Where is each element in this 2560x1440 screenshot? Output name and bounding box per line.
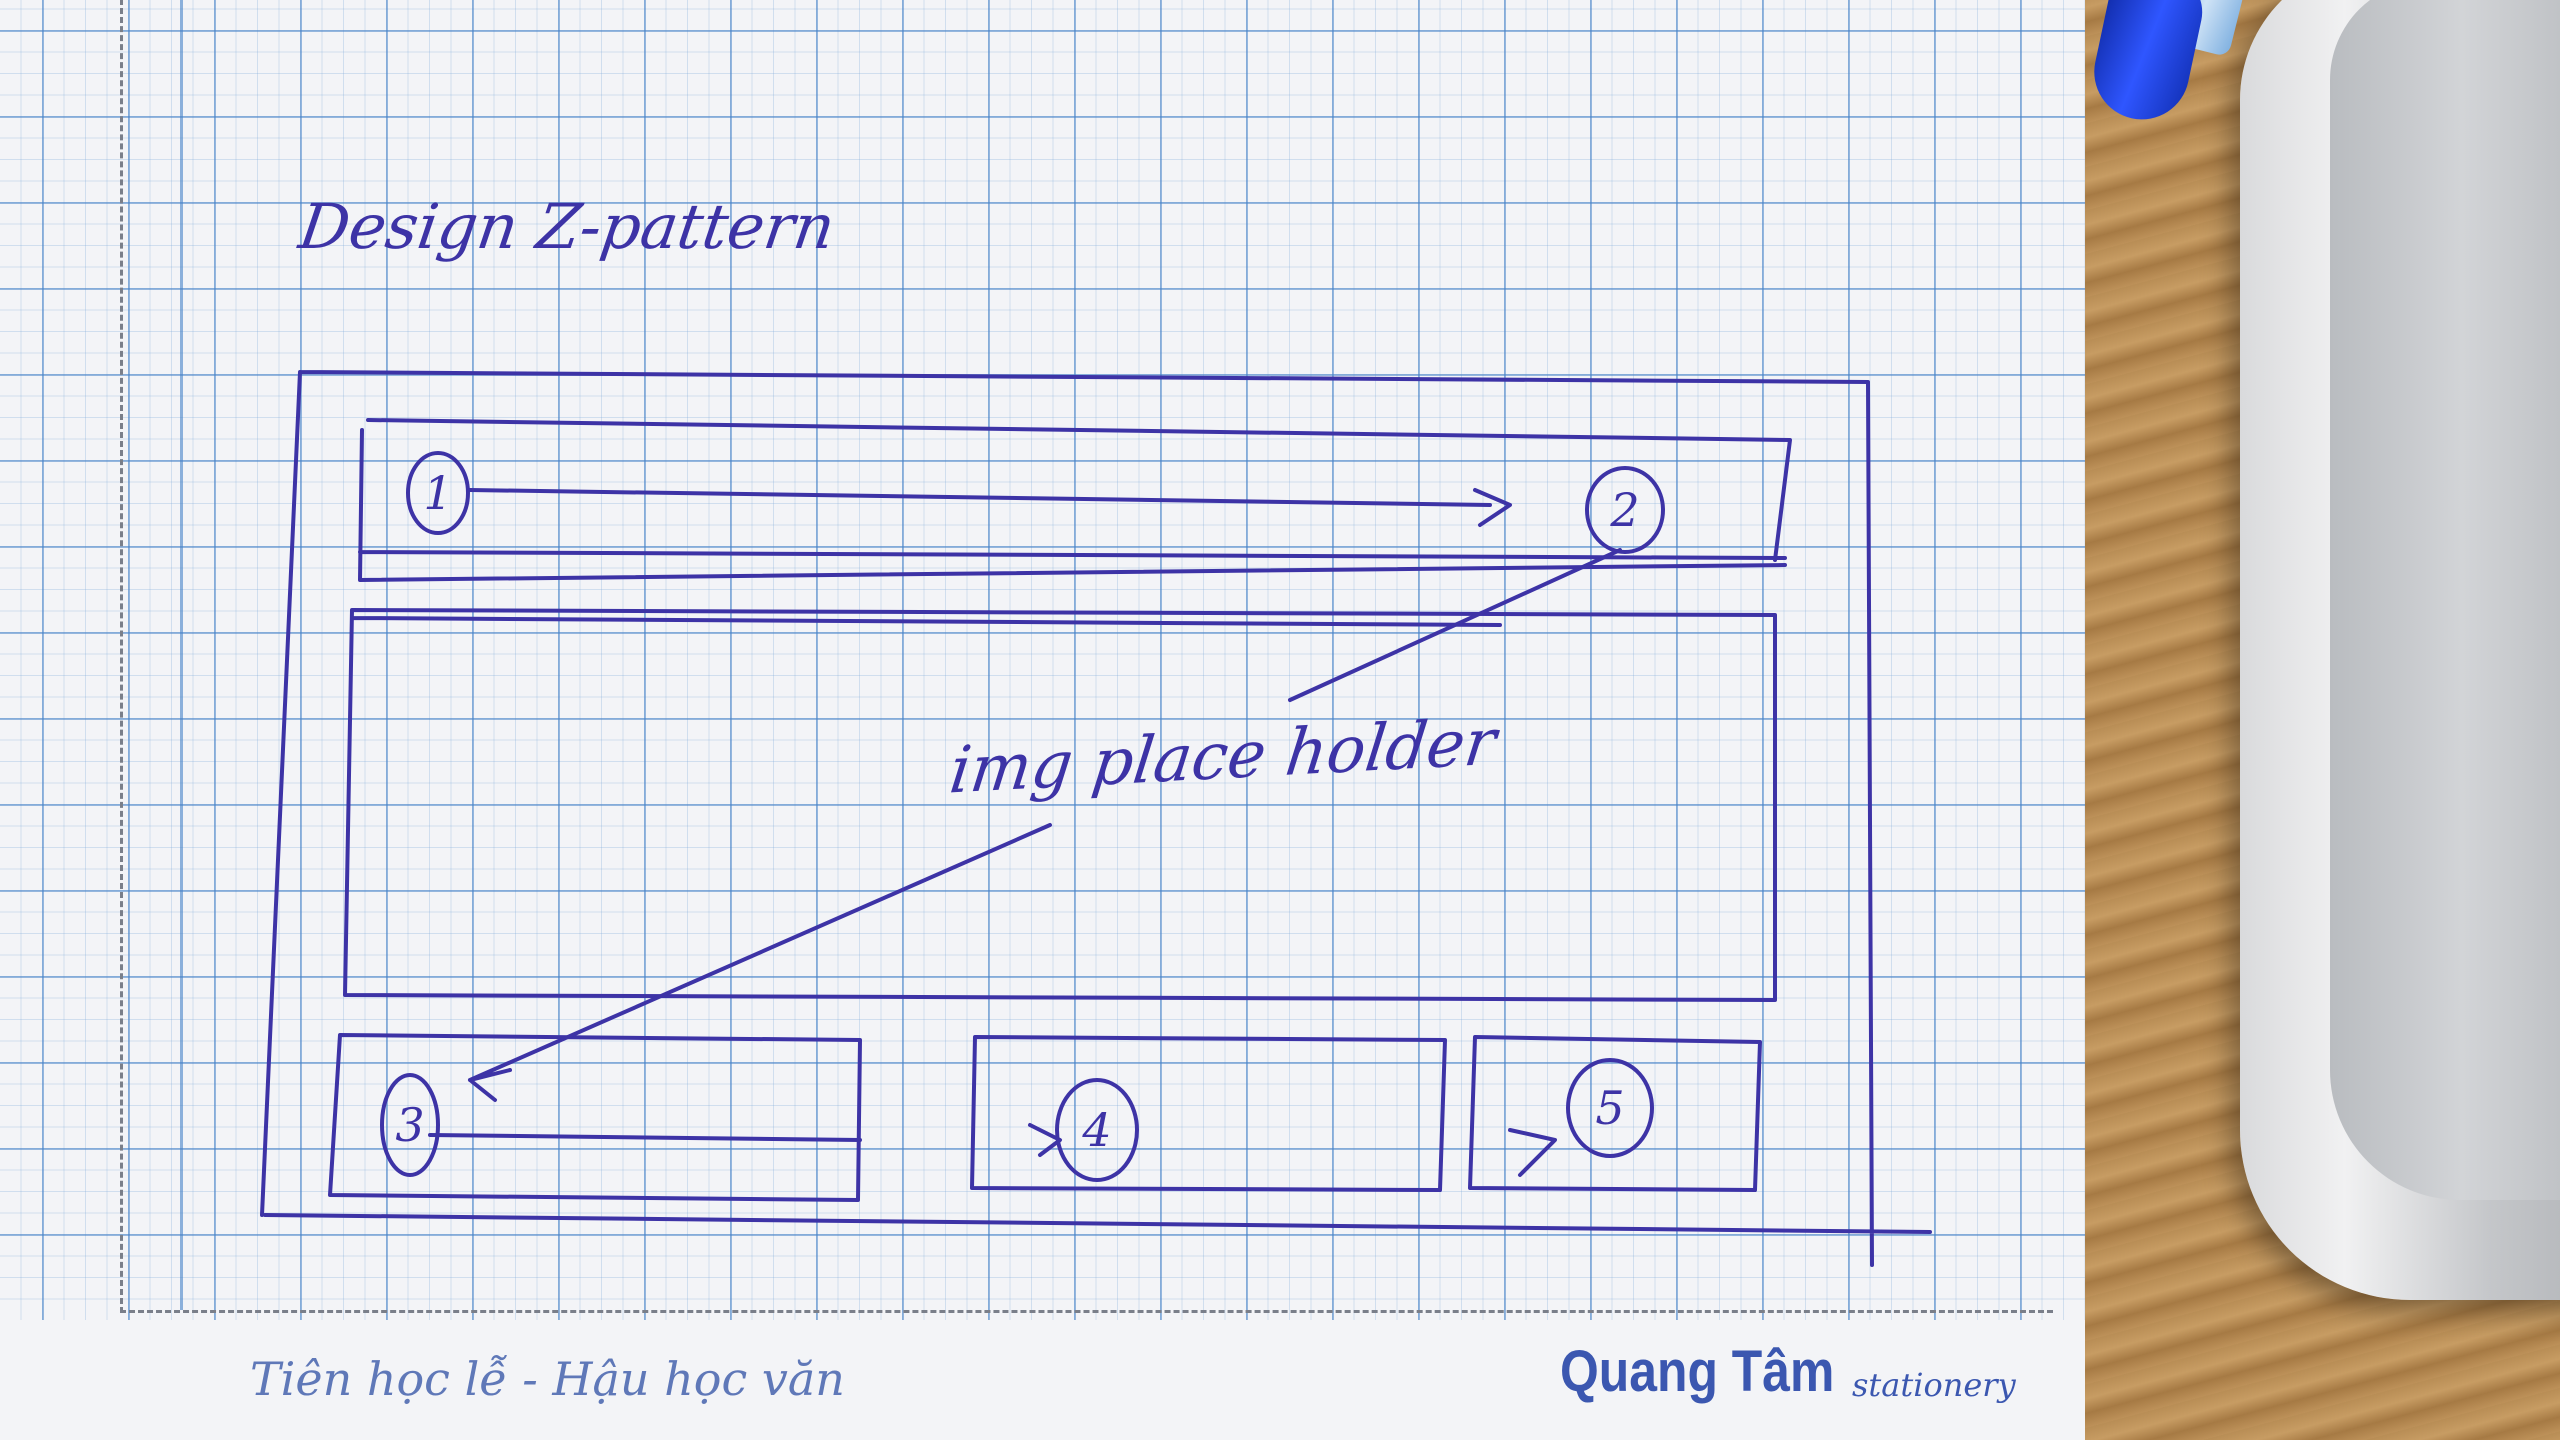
notebook-brand-suffix: stationery: [1852, 1366, 2016, 1404]
bottom-block-2: [970, 1035, 1447, 1192]
header-bar: [358, 418, 1792, 582]
hero-placeholder-box: [343, 608, 1777, 1002]
notebook-brand: Quang Tâm: [1560, 1339, 1835, 1404]
outer-frame: [260, 370, 1932, 1267]
notebook-motto: Tiên học lễ - Hậu học văn: [250, 1352, 845, 1406]
step-number-4: 4: [1082, 1103, 1112, 1157]
step-number-1: 1: [423, 466, 453, 520]
circle-step-4: [1055, 1078, 1139, 1182]
step-number-3: 3: [395, 1098, 425, 1152]
graph-paper-sheet: [0, 0, 2085, 1440]
step-number-2: 2: [1610, 483, 1640, 537]
sketch-title: Design Z-pattern: [294, 190, 840, 263]
diagonal-2-to-3: [468, 548, 1622, 1102]
circle-step-5: [1566, 1058, 1654, 1158]
paper-margin-line: [180, 0, 183, 1310]
bottom-block-1: [328, 1033, 862, 1202]
notebook-footer: [0, 1320, 2085, 1440]
arrow-3-to-4: [428, 1123, 1062, 1157]
circle-step-2: [1585, 466, 1665, 554]
dashed-page-border: [120, 0, 2053, 1313]
circle-step-1: [406, 451, 470, 535]
bottom-block-3: [1468, 1035, 1762, 1192]
arrow-4-to-5: [1508, 1128, 1557, 1177]
laptop-lid-surface: [2330, 0, 2560, 1200]
step-number-5: 5: [1595, 1081, 1625, 1135]
arrow-1-to-2: [468, 488, 1512, 527]
circle-step-3: [380, 1073, 440, 1177]
